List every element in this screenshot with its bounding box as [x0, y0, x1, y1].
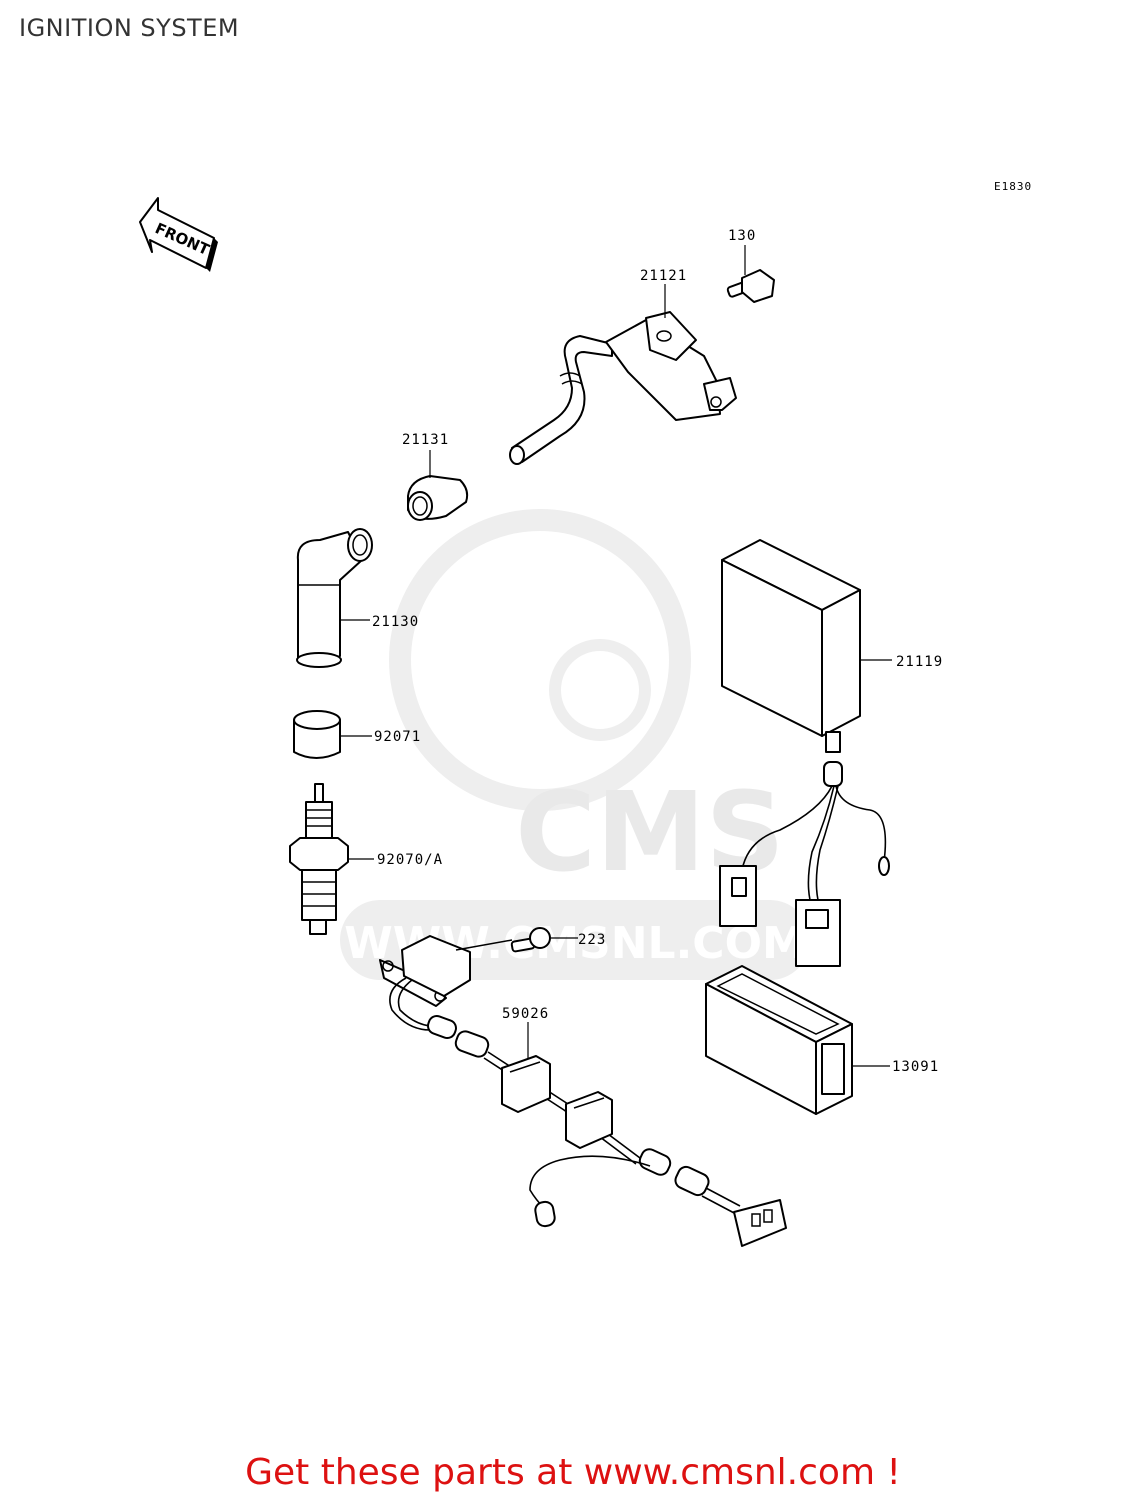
part-label-59026: 59026 — [502, 1006, 549, 1022]
part-21121-ignition-coil[interactable]: 21121 — [509, 268, 737, 465]
part-13091-case[interactable]: 13091 — [705, 965, 939, 1115]
part-223-screw[interactable]: 223 — [510, 927, 606, 953]
front-arrow-icon: FRONT — [139, 197, 218, 272]
part-21130-plug-cap[interactable]: 21130 — [296, 528, 419, 668]
part-pickup-coil-assembly[interactable] — [379, 935, 787, 1247]
part-label-21121: 21121 — [640, 268, 687, 284]
part-21131-seal[interactable]: 21131 — [402, 432, 469, 521]
diagram-code: E1830 — [994, 180, 1032, 193]
part-label-130: 130 — [728, 228, 756, 244]
part-21119-igniter[interactable]: 21119 — [719, 539, 943, 967]
page-title: IGNITION SYSTEM — [19, 14, 240, 42]
part-label-223: 223 — [578, 932, 606, 948]
part-130-bolt[interactable]: 130 — [726, 228, 775, 303]
watermark-mascot-eye — [549, 639, 651, 741]
part-label-21119: 21119 — [896, 654, 943, 670]
part-label-21131: 21131 — [402, 432, 449, 448]
part-label-21130: 21130 — [372, 614, 419, 630]
part-label-13091: 13091 — [892, 1059, 939, 1075]
part-92071-cap[interactable]: 92071 — [293, 710, 421, 759]
part-92070A-spark-plug[interactable]: 92070/A — [289, 783, 443, 935]
watermark-mascot-head — [389, 509, 691, 811]
part-label-92070A: 92070/A — [377, 852, 443, 868]
part-59026-grommet[interactable]: 59026 — [501, 1006, 613, 1149]
part-label-92071: 92071 — [374, 729, 421, 745]
cta-link[interactable]: Get these parts at www.cmsnl.com ! — [245, 1452, 901, 1493]
